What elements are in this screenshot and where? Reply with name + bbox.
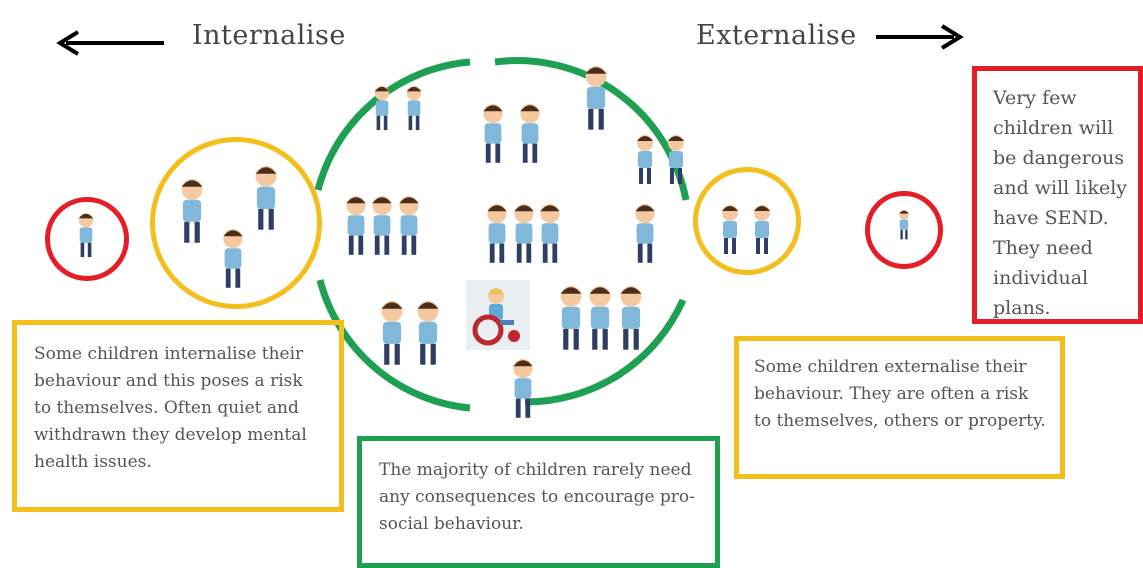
child-figure <box>223 229 243 288</box>
majority-description-text: The majority of children rarely need any… <box>379 460 695 534</box>
left-arrow-icon <box>56 30 164 56</box>
child-figure <box>540 204 560 263</box>
child-figure <box>372 196 392 255</box>
child-figure <box>406 86 422 131</box>
right-arrow-icon <box>876 24 964 50</box>
child-figure <box>483 104 503 163</box>
dangerous-description-text: Very few children will be dangerous and … <box>993 87 1128 319</box>
child-figure <box>899 210 909 240</box>
externalise-description-text: Some children externalise their behaviou… <box>754 357 1046 431</box>
externalise-yellow-ring <box>693 167 801 275</box>
child-figure <box>520 104 540 163</box>
child-figure <box>78 213 94 258</box>
externalise-red-ring <box>865 191 943 269</box>
child-figure <box>487 204 507 263</box>
wheelchair-child-figure <box>466 280 530 350</box>
child-figure <box>513 359 533 418</box>
child-figure <box>585 66 607 130</box>
child-figure <box>722 205 738 254</box>
child-figure <box>181 179 203 243</box>
child-figure <box>381 301 403 365</box>
child-figure <box>374 86 390 131</box>
child-figure <box>754 205 770 254</box>
internalise-description-text: Some children internalise their behaviou… <box>34 344 307 472</box>
child-figure <box>399 196 419 255</box>
child-figure <box>589 286 611 350</box>
child-figure <box>514 204 534 263</box>
externalise-description-box: Some children externalise their behaviou… <box>734 336 1065 479</box>
internalise-description-box: Some children internalise their behaviou… <box>12 320 344 512</box>
majority-description-box: The majority of children rarely need any… <box>357 436 720 568</box>
child-figure <box>668 135 684 184</box>
child-figure <box>346 196 366 255</box>
dangerous-description-box: Very few children will be dangerous and … <box>972 66 1143 324</box>
child-figure <box>635 204 655 263</box>
externalise-heading: Externalise <box>696 20 857 51</box>
child-figure <box>417 301 439 365</box>
internalise-red-ring <box>45 197 129 281</box>
child-figure <box>255 166 277 230</box>
majority-circle <box>314 57 690 412</box>
internalise-yellow-ring <box>150 137 322 309</box>
internalise-heading: Internalise <box>192 20 346 51</box>
child-figure <box>637 135 653 184</box>
child-figure <box>560 286 582 350</box>
child-figure <box>620 286 642 350</box>
